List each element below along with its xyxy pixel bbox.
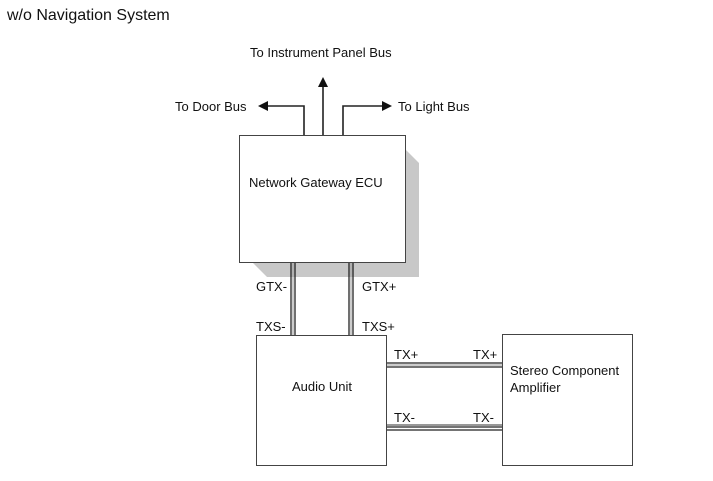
txs-plus-label: TXS+: [362, 319, 395, 334]
network-gateway-ecu: Network Gateway ECU: [239, 135, 406, 263]
diagram-title: w/o Navigation System: [7, 7, 170, 24]
door-bus-line: [258, 101, 305, 135]
gtx-minus-wire: [290, 262, 296, 335]
amplifier-label-line2: Amplifier: [510, 380, 561, 395]
amplifier-label-line1: Stereo Component: [510, 363, 620, 378]
txs-minus-label: TXS-: [256, 319, 286, 334]
light-bus-line: [342, 101, 392, 135]
audio-unit-label: Audio Unit: [292, 379, 352, 394]
gtx-minus-label: GTX-: [256, 279, 288, 294]
amp-tx-minus-label: TX-: [473, 410, 494, 425]
gtx-plus-wire: [348, 262, 354, 335]
light-bus-label: To Light Bus: [398, 99, 470, 114]
gateway-label: Network Gateway ECU: [249, 175, 383, 190]
stereo-component-amplifier: Stereo Component Amplifier: [502, 334, 633, 466]
instrument-panel-bus-label: To Instrument Panel Bus: [250, 45, 392, 60]
audio-tx-minus-label: TX-: [394, 410, 415, 425]
gtx-plus-label: GTX+: [362, 279, 397, 294]
amp-tx-plus-label: TX+: [473, 347, 498, 362]
audio-unit: Audio Unit: [256, 335, 387, 466]
door-bus-label: To Door Bus: [175, 99, 247, 114]
tx-plus-wire: [386, 362, 502, 368]
tx-minus-wire: [386, 424, 502, 431]
audio-tx-plus-label: TX+: [394, 347, 419, 362]
